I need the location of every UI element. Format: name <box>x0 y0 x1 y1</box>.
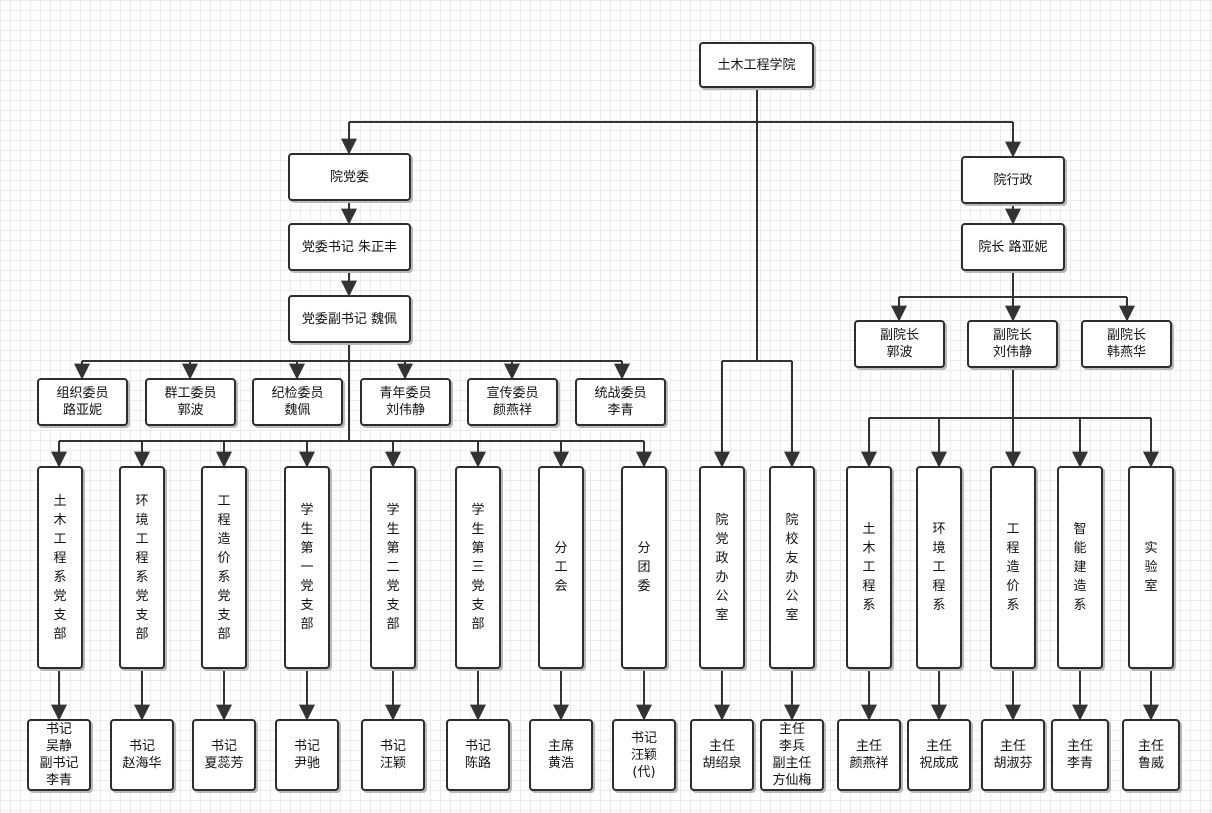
department-leader-box: 主任 颜燕祥 <box>837 719 901 791</box>
office-box: 院党政办公室 <box>699 466 745 669</box>
party-branch-box: 学生第三党支部 <box>455 466 501 669</box>
vice-dean-box: 副院长 郭波 <box>854 320 945 368</box>
department-box: 工程造价系 <box>990 466 1036 669</box>
department-leader-label: 主任 祝成成 <box>919 739 959 771</box>
committee-member-label: 统战委员 李青 <box>594 386 647 418</box>
party-branch-label: 学生第一党支部 <box>300 503 314 632</box>
committee-member-label: 组织委员 路亚妮 <box>56 386 109 418</box>
committee-member-label: 群工委员 郭波 <box>164 386 217 418</box>
department-label: 工程造价系 <box>1006 522 1020 613</box>
office-leader-box: 主任 胡绍泉 <box>690 719 754 791</box>
branch-leader-label: 主席 黄浩 <box>547 739 574 771</box>
department-label: 环境工程系 <box>932 522 946 613</box>
party-committee-node: 院党委 <box>288 153 411 201</box>
branch-leader-box: 书记 吴静 副书记 李青 <box>27 719 91 791</box>
dean-node: 院长 路亚妮 <box>961 223 1065 271</box>
office-leader-label: 主任 李兵 副主任 方仙梅 <box>772 722 812 788</box>
party-branch-label: 环境工程系党支部 <box>135 493 149 642</box>
admin-label: 院行政 <box>993 172 1033 188</box>
branch-leader-label: 书记 吴静 副书记 李青 <box>39 722 79 788</box>
department-label: 智能建造系 <box>1073 522 1087 613</box>
department-label: 土木工程系 <box>862 522 876 613</box>
party-branch-box: 学生第二党支部 <box>370 466 416 669</box>
branch-leader-label: 书记 尹驰 <box>293 739 320 771</box>
vice-dean-label: 副院长 刘伟静 <box>992 328 1032 360</box>
branch-leader-box: 书记 赵海华 <box>110 719 174 791</box>
department-leader-label: 主任 鲁威 <box>1137 739 1164 771</box>
party-branch-box: 土木工程系党支部 <box>37 466 83 669</box>
committee-member-label: 宣传委员 颜燕祥 <box>486 386 539 418</box>
branch-leader-box: 主席 黄浩 <box>529 719 593 791</box>
committee-member-box: 纪检委员 魏佩 <box>252 378 343 426</box>
admin-node: 院行政 <box>961 156 1065 204</box>
department-box: 实验室 <box>1128 466 1174 669</box>
department-leader-label: 主任 颜燕祥 <box>849 739 889 771</box>
department-leader-label: 主任 李青 <box>1066 739 1093 771</box>
party-branch-label: 土木工程系党支部 <box>53 493 67 642</box>
party-branch-label: 学生第三党支部 <box>471 503 485 632</box>
party-branch-box: 分团委 <box>621 466 667 669</box>
branch-leader-box: 书记 汪颖 <box>361 719 425 791</box>
office-label: 院校友办公室 <box>785 512 799 623</box>
party-secretary-node: 党委书记 朱正丰 <box>288 223 411 271</box>
department-leader-box: 主任 祝成成 <box>907 719 971 791</box>
branch-leader-label: 书记 汪颖 (代) <box>630 730 657 780</box>
branch-leader-label: 书记 汪颖 <box>379 739 406 771</box>
root-node: 土木工程学院 <box>699 42 814 88</box>
branch-leader-box: 书记 汪颖 (代) <box>612 719 676 791</box>
office-box: 院校友办公室 <box>769 466 815 669</box>
office-leader-label: 主任 胡绍泉 <box>702 739 742 771</box>
department-leader-box: 主任 鲁威 <box>1122 719 1180 791</box>
department-leader-label: 主任 胡淑芬 <box>993 739 1033 771</box>
party-branch-box: 学生第一党支部 <box>284 466 330 669</box>
vice-dean-label: 副院长 郭波 <box>879 328 919 360</box>
branch-leader-label: 书记 夏蕊芳 <box>204 739 244 771</box>
party-branch-label: 分团委 <box>637 541 651 594</box>
root-label: 土木工程学院 <box>717 57 796 73</box>
vice-dean-box: 副院长 刘伟静 <box>967 320 1058 368</box>
party-branch-box: 环境工程系党支部 <box>119 466 165 669</box>
party-branch-label: 分工会 <box>554 541 568 594</box>
branch-leader-box: 书记 夏蕊芳 <box>192 719 256 791</box>
office-leader-box: 主任 李兵 副主任 方仙梅 <box>760 719 824 791</box>
committee-member-box: 统战委员 李青 <box>575 378 666 426</box>
vice-dean-box: 副院长 韩燕华 <box>1081 320 1172 368</box>
committee-member-box: 青年委员 刘伟静 <box>360 378 451 426</box>
committee-member-box: 宣传委员 颜燕祥 <box>467 378 558 426</box>
branch-leader-box: 书记 陈路 <box>446 719 510 791</box>
department-leader-box: 主任 胡淑芬 <box>981 719 1045 791</box>
party-deputy-secretary-node: 党委副书记 魏佩 <box>288 295 411 343</box>
office-label: 院党政办公室 <box>715 512 729 623</box>
party-branch-label: 工程造价系党支部 <box>217 493 231 642</box>
vice-dean-label: 副院长 韩燕华 <box>1106 328 1146 360</box>
department-box: 土木工程系 <box>846 466 892 669</box>
committee-member-label: 青年委员 刘伟静 <box>379 386 432 418</box>
committee-member-label: 纪检委员 魏佩 <box>271 386 324 418</box>
department-box: 环境工程系 <box>916 466 962 669</box>
department-box: 智能建造系 <box>1057 466 1103 669</box>
party-deputy-secretary-label: 党委副书记 魏佩 <box>301 311 398 327</box>
branch-leader-label: 书记 赵海华 <box>122 739 162 771</box>
party-committee-label: 院党委 <box>329 169 369 185</box>
party-branch-label: 学生第二党支部 <box>386 503 400 632</box>
dean-label: 院长 路亚妮 <box>978 239 1048 255</box>
department-label: 实验室 <box>1144 541 1158 594</box>
committee-member-box: 组织委员 路亚妮 <box>37 378 128 426</box>
committee-member-box: 群工委员 郭波 <box>145 378 236 426</box>
party-secretary-label: 党委书记 朱正丰 <box>301 239 398 255</box>
branch-leader-box: 书记 尹驰 <box>275 719 339 791</box>
branch-leader-label: 书记 陈路 <box>464 739 491 771</box>
party-branch-box: 分工会 <box>538 466 584 669</box>
department-leader-box: 主任 李青 <box>1051 719 1109 791</box>
party-branch-box: 工程造价系党支部 <box>201 466 247 669</box>
